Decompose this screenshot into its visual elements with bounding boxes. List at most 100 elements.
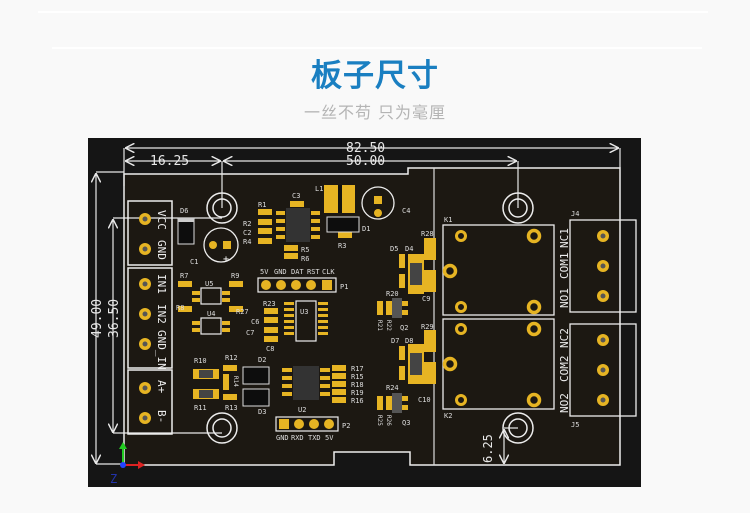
label-q2: Q2: [400, 324, 408, 332]
axis-gizmo: Z: [110, 442, 145, 486]
axis-z-label: Z: [110, 472, 117, 486]
label-0: GND: [276, 434, 289, 442]
pcb-drawing: 82.50 16.25 50.00 49.00 36.50 6.25 VCC G…: [90, 141, 637, 486]
mounting-hole: [206, 192, 534, 444]
label-nc1: NC1: [558, 228, 571, 248]
dim-hole-offset: 16.25: [150, 154, 189, 169]
label-j5: J5: [571, 421, 579, 429]
label-1: RXD: [291, 434, 304, 442]
label-0: 5V: [260, 268, 269, 276]
label-d3: D3: [258, 408, 266, 416]
label-r1: R1: [258, 201, 266, 209]
label-d8: D8: [405, 337, 413, 345]
label-r26: R26: [385, 415, 392, 426]
label-j4: J4: [571, 210, 579, 218]
label-r2: R2: [243, 220, 251, 228]
terminal-inputs: IN1 IN2 GND_IN: [127, 267, 173, 370]
terminal-j4: J4: [569, 210, 637, 313]
label-c8: C8: [266, 345, 274, 353]
page-title: 板子尺寸: [311, 58, 439, 94]
label-4: CLK: [322, 268, 335, 276]
page-subtitle: 一丝不苟 只为毫厘: [303, 103, 447, 122]
label-c3: C3: [292, 192, 300, 200]
label-q3: Q3: [402, 419, 410, 427]
label-gnd-in: GND_IN: [155, 330, 168, 370]
label-c6: C6: [251, 318, 259, 326]
terminal-bus: A+ B-: [127, 369, 173, 435]
label-in2: IN2: [155, 304, 168, 324]
label-k2: K2: [444, 412, 452, 420]
label-r17: R17: [351, 365, 364, 373]
label-vcc: VCC: [155, 210, 168, 230]
label-r18: R18: [351, 381, 364, 389]
label-d2: D2: [258, 356, 266, 364]
label-r20: R20: [386, 290, 399, 298]
label-2: TXD: [308, 434, 321, 442]
label-c1: C1: [190, 258, 198, 266]
label-r12: R12: [225, 354, 238, 362]
dim-total-width: 82.50: [346, 141, 385, 156]
label-r15: R15: [351, 373, 364, 381]
label-r25: R25: [376, 415, 383, 426]
svg-text:+: +: [223, 254, 229, 265]
dim-inner-height: 36.50: [107, 299, 122, 338]
top-divider: [38, 11, 708, 13]
label-u4: U4: [207, 310, 215, 318]
label-r27: R27: [236, 308, 249, 316]
label-d6: D6: [180, 207, 188, 215]
label-r23: R23: [263, 300, 276, 308]
label-r8: R8: [176, 304, 184, 312]
label-b-minus: B-: [155, 410, 168, 423]
label-2: DAT: [291, 268, 304, 276]
label-r10: R10: [194, 357, 207, 365]
dim-total-height: 49.00: [90, 299, 105, 338]
label-no2: NO2: [558, 393, 571, 413]
label-r29: R29: [421, 323, 434, 331]
label-gnd: GND: [155, 240, 168, 260]
label-r28: R28: [421, 230, 434, 238]
label-c4: C4: [402, 207, 410, 215]
label-l1: L1: [315, 185, 323, 193]
label-r7: R7: [180, 272, 188, 280]
header-divider: [52, 47, 702, 49]
label-r11: R11: [194, 404, 207, 412]
label-d4: D4: [405, 245, 413, 253]
label-1: GND: [274, 268, 287, 276]
label-a-plus: A+: [155, 380, 168, 394]
terminal-power: VCC GND: [127, 200, 173, 266]
label-u2: U2: [298, 406, 306, 414]
label-in1: IN1: [155, 274, 168, 294]
label-r24: R24: [386, 384, 399, 392]
label-d7: D7: [391, 337, 399, 345]
label-nc2: NC2: [558, 328, 571, 348]
label-r9: R9: [231, 272, 239, 280]
label-c10: C10: [418, 396, 431, 404]
label-r21: R21: [376, 320, 383, 331]
label-u3: U3: [300, 308, 308, 316]
dim-bottom-hole: 6.25: [481, 434, 495, 463]
label-p1: P1: [340, 283, 348, 291]
label-r16: R16: [351, 397, 364, 405]
label-d1: D1: [362, 225, 370, 233]
label-r13: R13: [225, 404, 238, 412]
label-u5: U5: [205, 280, 213, 288]
label-c7: C7: [246, 329, 254, 337]
label-r6: R6: [301, 255, 309, 263]
label-p2: P2: [342, 422, 350, 430]
label-r3: R3: [338, 242, 346, 250]
label-c2: C2: [243, 229, 251, 237]
label-r19: R19: [351, 389, 364, 397]
label-com1: COM1: [558, 253, 571, 280]
relay-k1: K1: [442, 216, 555, 316]
label-d5: D5: [390, 245, 398, 253]
label-r22: R22: [385, 320, 392, 331]
label-3: 5V: [325, 434, 334, 442]
label-no1: NO1: [558, 288, 571, 308]
label-r5: R5: [301, 246, 309, 254]
relay-k2: K2: [442, 318, 555, 420]
label-r4: R4: [243, 238, 251, 246]
board-outline: [123, 167, 621, 466]
terminal-j5: J5: [569, 323, 637, 429]
label-com2: COM2: [558, 356, 571, 383]
label-k1: K1: [444, 216, 452, 224]
